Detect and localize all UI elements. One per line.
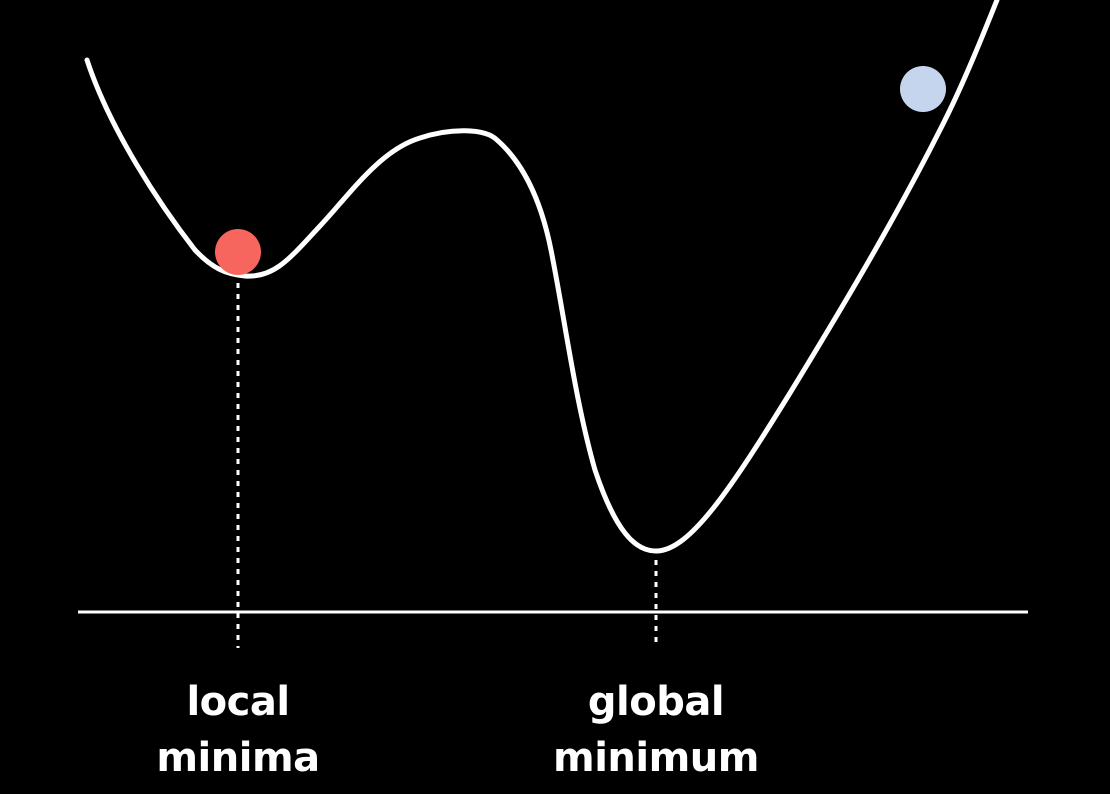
global-minimum-label: global minimum (496, 674, 816, 786)
local-minima-label-line1: local (186, 679, 290, 725)
local-minima-label-line2: minima (156, 735, 320, 781)
local-minima-ball (215, 229, 261, 275)
loss-curve (84, 0, 1000, 554)
local-minima-label: local minima (78, 674, 398, 786)
global-minimum-label-line2: minimum (553, 735, 759, 781)
start-position-ball (900, 66, 946, 112)
global-minimum-label-line1: global (587, 679, 725, 725)
